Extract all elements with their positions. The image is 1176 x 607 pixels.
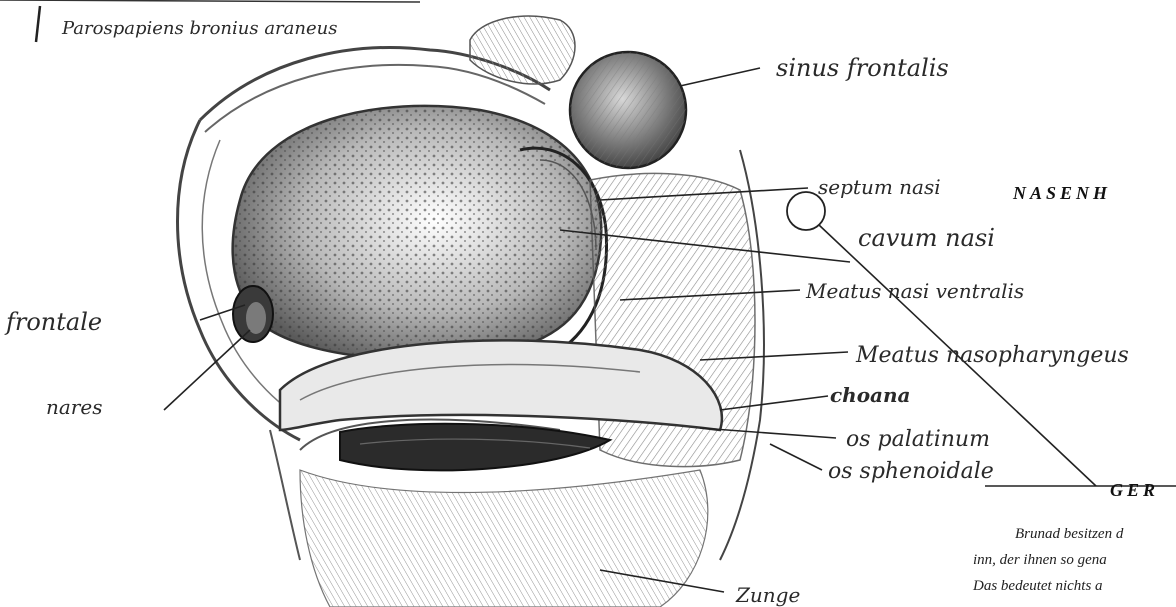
leader-sinus [680,68,760,86]
label-sinus-frontalis: sinus frontalis [776,54,949,82]
body-text-line: Das bedeutet nichts a [973,573,1176,599]
body-text-line: Brunad besitzen d [973,521,1176,547]
label-nares: nares [46,395,102,419]
heading-nasenh: NASENH [1013,183,1111,204]
label-choana: choana [830,383,911,407]
label-septum-nasi: septum nasi [818,175,941,199]
caption-group: Parospapiens bronius araneus [0,0,420,42]
label-os-palatinum: os palatinum [846,427,990,452]
label-frontale: frontale [4,308,102,336]
label-cavum-nasi: cavum nasi [858,224,995,252]
label-meatus-nasopharyngeus: Meatus nasopharyngeus [855,343,1129,368]
body-text-line: inn, der ihnen so gena [973,547,1176,573]
label-meatus-nasi-ventralis: Meatus nasi ventralis [805,279,1024,303]
skull-drawing [178,16,764,607]
leader-nares [164,330,250,410]
label-os-sphenoidale: os sphenoidale [828,459,994,484]
heading-ger: GER [1110,480,1159,501]
leader-os-sphenoidale [770,444,822,470]
label-zunge: Zunge [735,583,800,607]
body-text: Brunad besitzen d inn, der ihnen so gena… [973,521,1176,599]
sketch-caption: Parospapiens bronius araneus [61,18,337,39]
